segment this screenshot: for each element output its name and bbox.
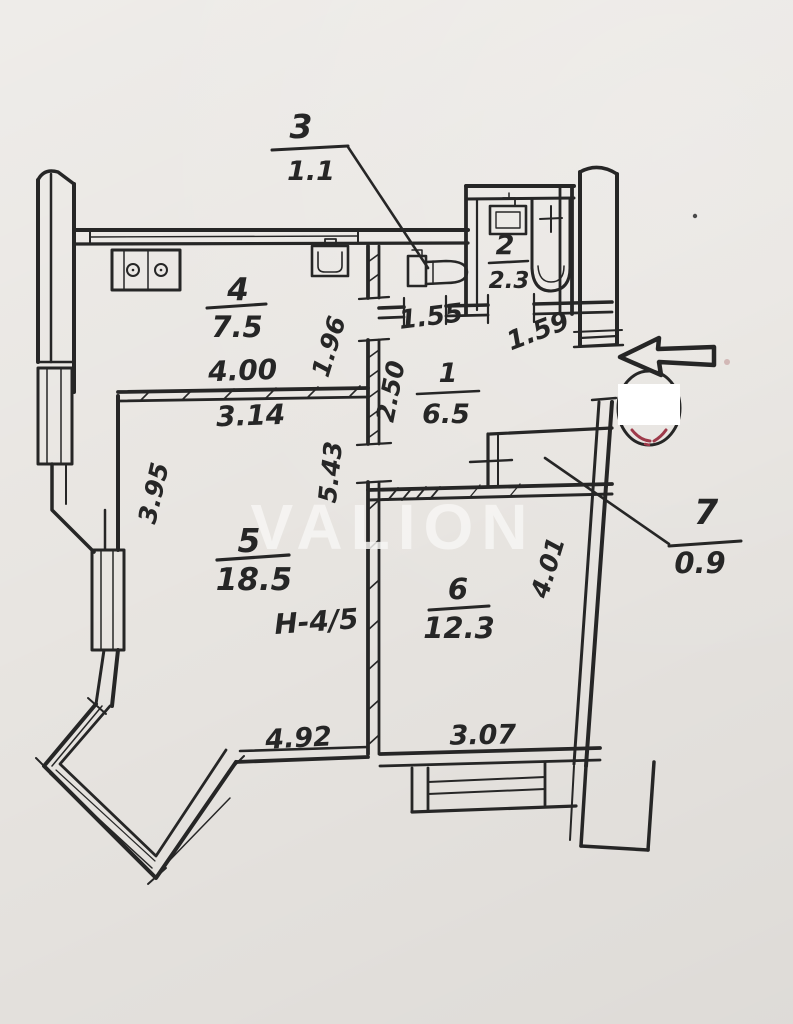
scan-speck bbox=[724, 359, 730, 365]
scan-speck bbox=[692, 213, 698, 219]
room-3-leader-line bbox=[346, 145, 430, 270]
room-3-area: 1.1 bbox=[287, 156, 335, 187]
room-6-area: 12.3 bbox=[423, 611, 495, 645]
dim-room6-bottom: 3.07 bbox=[449, 719, 516, 751]
room-6-label: 6 12.3 bbox=[423, 572, 495, 645]
dim-kitchen-depth: 1.96 bbox=[306, 313, 352, 380]
dimension-labels: 4.00 3.14 1.55 1.59 1.96 2.50 5.43 3.95 … bbox=[133, 298, 574, 756]
room-3-label: 3 1.1 bbox=[270, 107, 430, 270]
dim-room5-left: 3.95 bbox=[133, 460, 175, 527]
bathtub-icon bbox=[530, 198, 572, 293]
room-1-number: 1 bbox=[439, 358, 458, 389]
room-4-number: 4 bbox=[226, 272, 249, 308]
kitchen-sink-icon bbox=[310, 238, 350, 278]
dim-room5-bottom: 4.92 bbox=[263, 721, 332, 755]
redaction-box bbox=[618, 384, 680, 425]
room-4-area: 7.5 bbox=[211, 310, 262, 344]
room-7-number: 7 bbox=[694, 493, 719, 533]
height-note: H-4/5 bbox=[273, 602, 359, 641]
walls-interior bbox=[116, 244, 614, 814]
dim-kitchen-width: 4.00 bbox=[207, 353, 278, 388]
watermark: VALION bbox=[250, 491, 535, 563]
room-1-area: 6.5 bbox=[422, 399, 470, 430]
toilet-icon bbox=[406, 249, 469, 288]
entrance-arrow-icon bbox=[617, 335, 717, 378]
room-5-fraction-bar bbox=[215, 553, 291, 562]
stamp bbox=[616, 369, 682, 447]
room-5-number: 5 bbox=[238, 521, 261, 560]
room-7-leader-line bbox=[543, 456, 671, 546]
room-6-fraction-bar bbox=[427, 604, 491, 612]
stamp-red-mark bbox=[630, 428, 652, 443]
stamp-red-mark bbox=[643, 442, 651, 447]
room-3-fraction-bar bbox=[270, 144, 350, 152]
kitchen-stove-icon bbox=[110, 248, 182, 292]
room-2-area: 2.3 bbox=[489, 268, 530, 294]
room-2-number: 2 bbox=[496, 230, 515, 261]
dim-room5-depth: 5.43 bbox=[313, 440, 348, 504]
walls-outer bbox=[35, 165, 656, 885]
room-7-fraction-bar bbox=[667, 539, 743, 548]
bathroom-sink-icon bbox=[488, 192, 528, 236]
stamp-red-mark bbox=[652, 428, 668, 443]
room-2-label: 2 2.3 bbox=[487, 230, 530, 294]
room-5-label: 5 18.5 bbox=[215, 521, 293, 598]
room-4-fraction-bar bbox=[205, 302, 268, 310]
room-7-label: 7 0.9 bbox=[543, 456, 743, 580]
room-7-area: 0.9 bbox=[674, 546, 725, 580]
room-1-label: 1 6.5 bbox=[415, 358, 481, 430]
dim-hall-depth: 2.50 bbox=[371, 358, 411, 424]
room-6-number: 6 bbox=[448, 572, 468, 606]
dim-hall-width: 1.55 bbox=[397, 298, 464, 336]
room-3-number: 3 bbox=[290, 107, 313, 146]
room-5-area: 18.5 bbox=[216, 562, 293, 598]
room-2-fraction-bar bbox=[487, 259, 530, 265]
dim-room5-width: 3.14 bbox=[216, 398, 286, 433]
room-4-label: 4 7.5 bbox=[205, 272, 268, 344]
room-1-fraction-bar bbox=[415, 389, 481, 396]
